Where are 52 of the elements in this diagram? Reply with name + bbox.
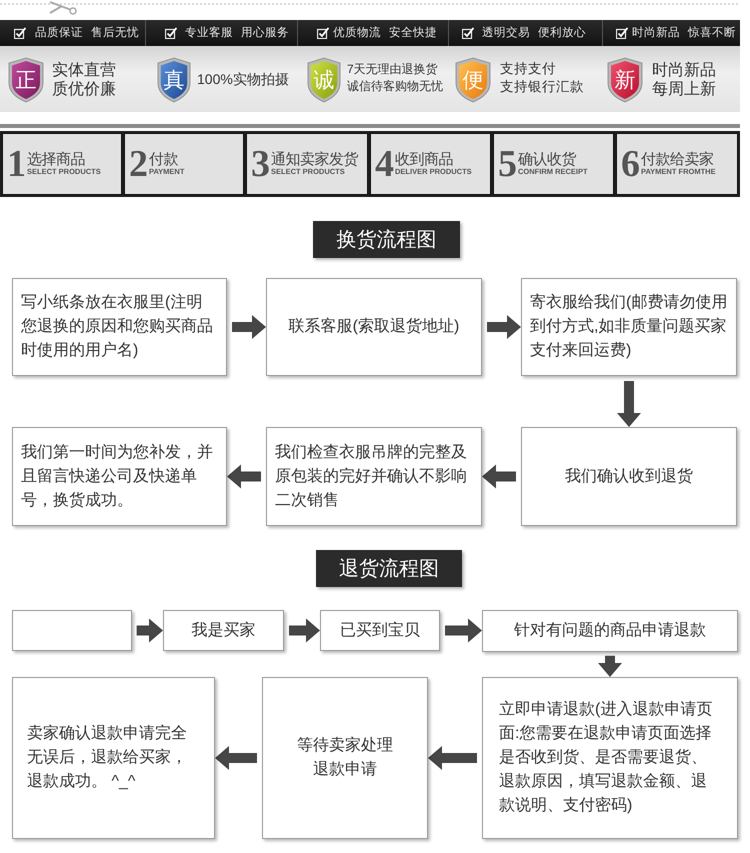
process-box: 立即申请退款(进入退款申请页面:您需要在退款申请页面选择是否收到货、是否需要退货、退款原因，填写退款金额、退款说明、支付密码) bbox=[482, 677, 738, 839]
feature-text: 支持银行汇款 bbox=[500, 80, 584, 95]
process-box: 寄衣服给我们(邮费请勿使用到付方式,如非质量问题买家支付来回运费) bbox=[521, 278, 737, 376]
step-box bbox=[246, 133, 368, 195]
step-title: 通知卖家发货 bbox=[271, 152, 358, 168]
feature-text: 诚信待客购物无忧 bbox=[347, 80, 443, 94]
feature-text: 实体直营 bbox=[52, 62, 116, 80]
step-title: 付款给卖家 bbox=[641, 152, 714, 168]
shield-badge: 正 bbox=[8, 57, 44, 103]
step-title: 付款 bbox=[149, 152, 179, 168]
shield-badge: 真 bbox=[157, 57, 191, 103]
feature-text: 透明交易 便利放心 bbox=[482, 26, 586, 40]
feature-text: 每周上新 bbox=[652, 81, 716, 99]
process-box: 已买到宝贝 bbox=[320, 610, 440, 651]
process-box: 写小纸条放在衣服里(注明您退换的原因和您购买商品时使用的用户名) bbox=[12, 278, 227, 376]
process-box: 我是买家 bbox=[163, 610, 284, 651]
feature-text: 时尚新品 惊喜不断 bbox=[632, 26, 736, 40]
process-box: 针对有问题的商品申请退款 bbox=[482, 610, 738, 652]
feature-text: 7天无理由退换货 bbox=[347, 63, 438, 76]
step-number: 2 bbox=[129, 145, 148, 183]
shield-badge: 诚 bbox=[307, 57, 341, 103]
feature-text: 优质物流 安全快捷 bbox=[333, 26, 438, 40]
step-number: 3 bbox=[251, 145, 270, 183]
step-box bbox=[616, 133, 738, 195]
step-number: 1 bbox=[7, 145, 26, 183]
feature-text: 专业客服 用心服务 bbox=[185, 26, 290, 40]
process-box: 联系客服(索取退货地址) bbox=[266, 278, 482, 376]
step-number: 6 bbox=[621, 145, 640, 183]
step-number: 4 bbox=[375, 145, 394, 183]
step-box bbox=[493, 133, 614, 195]
shield-badge: 便 bbox=[455, 57, 491, 103]
shield-badge: 新 bbox=[607, 57, 643, 103]
process-box: 我们检查衣服吊牌的完整及原包装的完好并确认不影响二次销售 bbox=[266, 427, 482, 526]
feature-text: 时尚新品 bbox=[652, 62, 716, 80]
step-number: 5 bbox=[498, 145, 517, 183]
section-heading: 换货流程图 bbox=[313, 221, 460, 258]
step-box bbox=[124, 133, 244, 195]
process-box bbox=[12, 610, 132, 651]
step-box bbox=[2, 133, 122, 195]
section-heading: 退货流程图 bbox=[316, 550, 462, 587]
feature-text: 100%实物拍摄 bbox=[197, 72, 289, 88]
feature-text: 支持支付 bbox=[500, 62, 556, 77]
step-title: 收到商品 bbox=[395, 152, 454, 168]
feature-text: 质优价廉 bbox=[52, 81, 116, 99]
step-box bbox=[370, 133, 491, 195]
step-title: 选择商品 bbox=[27, 152, 86, 168]
step-title: 确认收货 bbox=[518, 152, 577, 168]
process-box: 卖家确认退款申请完全无误后，退款给买家，退款成功。 ^_^ bbox=[12, 677, 215, 839]
feature-text: 品质保证 售后无忧 bbox=[35, 26, 140, 40]
process-box: 我们第一时间为您补发，并且留言快递公司及快递单号，换货成功。 bbox=[12, 427, 227, 526]
process-box: 等待卖家处理退款申请 bbox=[262, 677, 428, 839]
process-box: 我们确认收到退货 bbox=[521, 427, 737, 526]
